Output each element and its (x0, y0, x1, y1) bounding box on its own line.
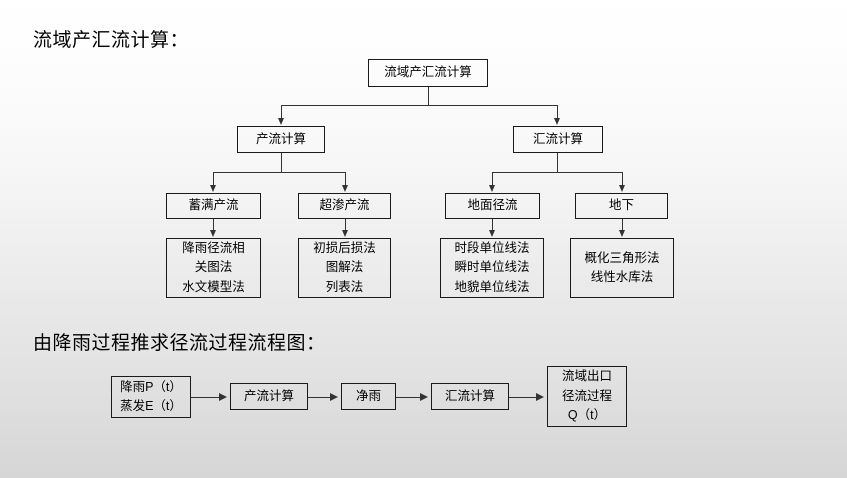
flow-step-jingyu: 净雨 (341, 383, 396, 410)
connector-huiliu-split-bar (492, 172, 622, 173)
arrowhead-root-to-chanliu (277, 118, 284, 125)
connector-huiliu-stem (557, 153, 558, 172)
tree-leaf-dimian-methods: 时段单位线法 瞬时单位线法 地貌单位线法 (440, 238, 544, 298)
tree-node-xuman-chanliu: 蓄满产流 (166, 193, 261, 219)
flow-step-rainfall-evaporation-line-2: 蒸发E（t） (120, 399, 182, 413)
flow-step-outlet-runoff-line-3: Q（t） (567, 408, 607, 423)
flow-step-chanliu-jisuan-line-1: 产流计算 (243, 388, 294, 403)
tree-leaf-xuman-methods: 降雨径流相 关图法 水文模型法 (166, 238, 261, 298)
tree-node-chanliu-jisuan: 产流计算 (237, 126, 325, 153)
tree-leaf-xuman-methods-line-2: 关图法 (194, 260, 233, 275)
tree-node-root-label: 流域产汇流计算 (384, 65, 472, 80)
arrowhead-flow-2-to-3 (420, 393, 428, 401)
connector-flow-1-to-2 (308, 397, 332, 398)
arrowhead-flow-0-to-1 (219, 393, 227, 401)
connector-xuman-to-leaf (213, 219, 214, 231)
page-title-tree: 流域产汇流计算： (33, 30, 190, 51)
tree-leaf-xuman-methods-line-1: 降雨径流相 (182, 240, 245, 255)
tree-leaf-dixia-methods: 概化三角形法 线性水库法 (570, 238, 674, 298)
tree-node-dimian-jingliu-label: 地面径流 (467, 198, 518, 213)
tree-node-dixia: 地下 (575, 193, 668, 219)
connector-chanliu-to-xuman (213, 172, 214, 186)
flow-step-huiliu-jisuan: 汇流计算 (431, 383, 509, 410)
tree-node-dixia-label: 地下 (608, 198, 634, 213)
tree-leaf-chaoshen-methods: 初损后损法 图解法 列表法 (298, 238, 391, 298)
tree-leaf-dixia-methods-line-2: 线性水库法 (590, 270, 654, 284)
tree-node-chanliu-jisuan-label: 产流计算 (255, 131, 306, 146)
tree-leaf-chaoshen-methods-line-3: 列表法 (325, 279, 364, 294)
tree-node-xuman-chanliu-label: 蓄满产流 (188, 198, 239, 213)
tree-leaf-dimian-methods-line-3: 地貌单位线法 (454, 279, 530, 294)
arrowhead-dixia-to-leaf (618, 230, 625, 237)
flow-step-rainfall-evaporation: 降雨P（t） 蒸发E（t） (111, 376, 191, 418)
arrowhead-chanliu-to-xuman (209, 185, 216, 192)
flow-step-chanliu-jisuan: 产流计算 (230, 383, 308, 410)
flow-step-outlet-runoff-line-1: 流域出口 (561, 369, 612, 384)
connector-dixia-to-leaf (622, 219, 623, 231)
connector-root-to-level2-left (281, 105, 282, 119)
tree-node-huiliu-jisuan: 汇流计算 (513, 126, 603, 153)
connector-dimian-to-leaf (492, 219, 493, 231)
page-title-flow: 由降雨过程推求径流过程流程图： (33, 333, 326, 354)
connector-flow-0-to-1 (191, 397, 221, 398)
connector-flow-2-to-3 (396, 397, 422, 398)
connector-chanliu-split-bar (213, 172, 345, 173)
tree-node-root: 流域产汇流计算 (368, 59, 488, 87)
connector-huiliu-to-dixia (622, 172, 623, 186)
arrowhead-chanliu-to-chaoshen (341, 185, 348, 192)
connector-flow-3-to-4 (509, 397, 538, 398)
tree-leaf-dimian-methods-line-1: 时段单位线法 (454, 240, 530, 255)
tree-node-huiliu-jisuan-label: 汇流计算 (532, 131, 583, 146)
flow-step-rainfall-evaporation-line-1: 降雨P（t） (120, 379, 182, 394)
arrowhead-huiliu-to-dimian (488, 185, 495, 192)
arrowhead-flow-3-to-4 (536, 393, 544, 401)
tree-leaf-xuman-methods-line-3: 水文模型法 (182, 279, 245, 294)
tree-leaf-dimian-methods-line-2: 瞬时单位线法 (454, 260, 530, 275)
connector-root-split-bar (281, 105, 558, 106)
tree-node-dimian-jingliu: 地面径流 (445, 193, 540, 219)
arrowhead-chaoshen-to-leaf (341, 230, 348, 237)
tree-leaf-dixia-methods-line-1: 概化三角形法 (584, 250, 660, 265)
flow-step-jingyu-line-1: 净雨 (355, 388, 381, 403)
flow-step-huiliu-jisuan-line-1: 汇流计算 (444, 388, 495, 403)
tree-leaf-chaoshen-methods-line-2: 图解法 (325, 260, 364, 275)
arrowhead-flow-1-to-2 (330, 393, 338, 401)
connector-chanliu-to-chaoshen (345, 172, 346, 186)
arrowhead-dimian-to-leaf (488, 230, 495, 237)
connector-root-stem (428, 87, 429, 105)
connector-root-to-level2-right (557, 105, 558, 119)
arrowhead-huiliu-to-dixia (618, 185, 625, 192)
tree-node-chaoshen-chanliu: 超渗产流 (298, 193, 391, 219)
tree-leaf-chaoshen-methods-line-1: 初损后损法 (313, 240, 376, 255)
connector-chanliu-stem (281, 153, 282, 172)
flow-step-outlet-runoff-line-2: 径流过程 (561, 388, 612, 403)
tree-node-chaoshen-chanliu-label: 超渗产流 (319, 198, 370, 213)
connector-huiliu-to-dimian (492, 172, 493, 186)
arrowhead-xuman-to-leaf (209, 230, 216, 237)
arrowhead-root-to-huiliu (553, 118, 560, 125)
flow-step-outlet-runoff: 流域出口 径流过程 Q（t） (547, 366, 627, 427)
connector-chaoshen-to-leaf (345, 219, 346, 231)
